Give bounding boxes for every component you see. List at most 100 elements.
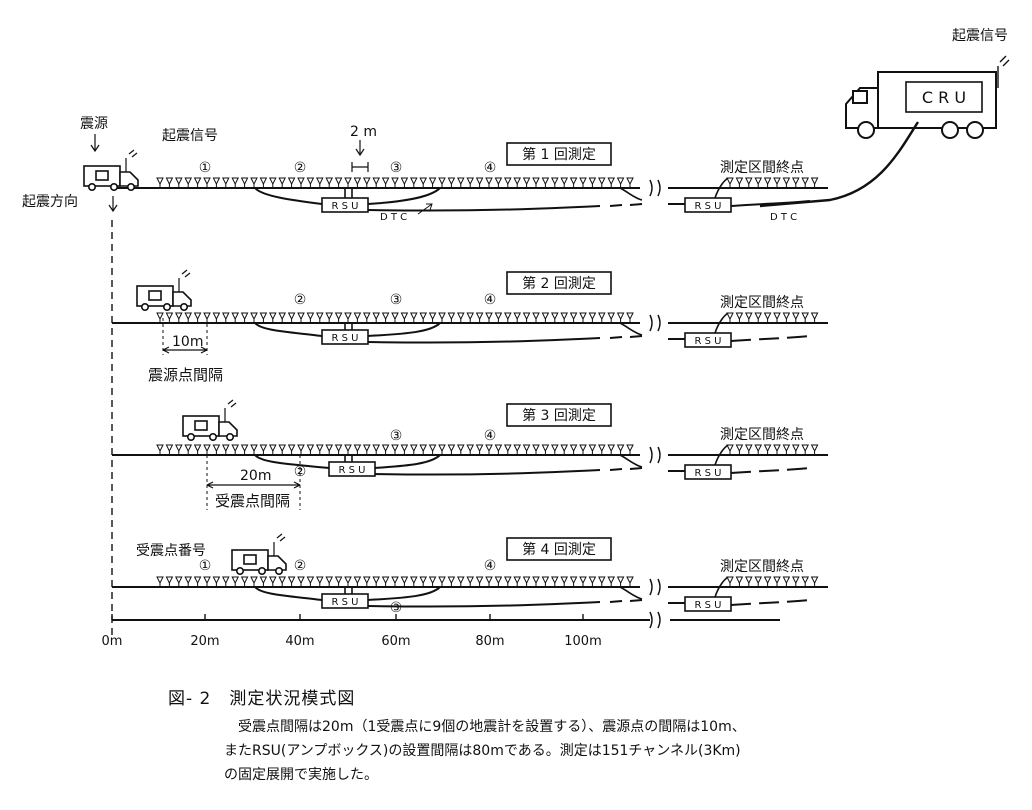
figure-number: 図- 2 — [168, 689, 212, 709]
geophone-icon — [259, 177, 268, 186]
geophone-icon — [735, 312, 744, 321]
geophone-icon — [541, 444, 550, 453]
geophone-icon — [156, 177, 164, 186]
geophone-icon — [607, 576, 616, 585]
geophone-icon — [466, 444, 475, 453]
geophone-icon — [773, 576, 781, 585]
geophone-icon — [456, 177, 465, 186]
geophone-icon — [315, 576, 324, 585]
geophone-icon — [735, 576, 744, 585]
geophone-array — [156, 312, 634, 323]
geophone-icon — [801, 177, 810, 186]
geophone-icon — [165, 177, 174, 186]
geophone-icon — [541, 312, 550, 321]
geophone-icon — [754, 312, 763, 321]
geophone-icon — [156, 576, 164, 585]
rsu-label: R S U — [332, 201, 359, 212]
geophone-icon — [503, 177, 512, 186]
receiver-interval-dimension — [206, 481, 301, 489]
geophone-icon — [203, 576, 211, 585]
receiver-marker-4: ④ — [484, 160, 497, 176]
geophone-icon — [754, 177, 763, 186]
geophone-icon — [203, 444, 211, 453]
geophone-icon — [485, 444, 493, 453]
geophone-icon — [193, 576, 202, 585]
cable — [619, 187, 643, 201]
geophone-icon — [344, 312, 352, 321]
geophone-icon — [278, 576, 287, 585]
geophone-icon — [588, 177, 597, 186]
dtc-cable-far — [668, 467, 811, 474]
geophone-icon — [240, 444, 249, 453]
cable — [367, 322, 441, 337]
end-point-label: 測定区間終点 — [720, 559, 804, 575]
geophone-icon — [203, 177, 211, 186]
receiver-marker-2: ② — [294, 160, 307, 176]
geophone-icon — [754, 444, 763, 453]
geophone-icon — [560, 312, 569, 321]
geophone-icon — [419, 177, 428, 186]
geophone-icon — [550, 177, 559, 186]
geophone-icon — [165, 576, 174, 585]
axis-tick-label: 80m — [475, 634, 504, 649]
cable — [254, 454, 330, 469]
geophone-icon — [744, 177, 753, 186]
geophone-icon — [744, 444, 753, 453]
geophone-icon — [810, 177, 819, 186]
receiver-interval-label: 受震点間隔 — [215, 492, 290, 510]
dim-10m-label: 10m — [172, 334, 203, 350]
geophone-icon — [278, 177, 287, 186]
source-truck-icon — [182, 415, 238, 441]
geophone-icon — [268, 444, 277, 453]
geophone-array — [726, 177, 819, 188]
geophone-icon — [231, 444, 240, 453]
spacing-2m-dimension — [351, 162, 369, 172]
geophone-icon — [569, 177, 578, 186]
geophone-icon — [801, 576, 810, 585]
geophone-icon — [475, 576, 484, 585]
geophone-icon — [579, 312, 587, 321]
spacing-arrow-icon — [355, 140, 365, 157]
geophone-icon — [428, 576, 437, 585]
figure-title: 測定状況模式図 — [229, 689, 356, 709]
geophone-icon — [203, 312, 211, 321]
receiver-number-label: 受震点番号 — [136, 543, 206, 559]
geophone-icon — [597, 576, 606, 585]
geophone-icon — [503, 444, 512, 453]
geophone-icon — [579, 444, 587, 453]
geophone-array — [726, 444, 819, 455]
geophone-icon — [372, 576, 381, 585]
geophone-icon — [597, 177, 606, 186]
geophone-icon — [810, 444, 819, 453]
cable — [367, 586, 441, 601]
geophone-icon — [353, 576, 362, 585]
geophone-icon — [726, 177, 734, 186]
geophone-array — [156, 177, 634, 188]
receiver-marker-2: ② — [294, 292, 307, 308]
geophone-icon — [287, 576, 296, 585]
dtc-cable-far — [668, 335, 811, 342]
geophone-icon — [485, 576, 493, 585]
geophone-icon — [184, 576, 193, 585]
geophone-icon — [315, 177, 324, 186]
geophone-icon — [791, 444, 800, 453]
geophone-icon — [212, 177, 221, 186]
source-signal-label: 起震信号 — [162, 128, 218, 144]
geophone-icon — [184, 444, 193, 453]
cable — [374, 454, 441, 469]
axis-tick-label: 40m — [285, 634, 314, 649]
geophone-icon — [212, 312, 221, 321]
geophone-icon — [165, 312, 174, 321]
geophone-icon — [278, 444, 287, 453]
geophone-icon — [560, 177, 569, 186]
geophone-icon — [503, 576, 512, 585]
dtc-cable — [374, 467, 643, 476]
geophone-icon — [334, 444, 343, 453]
end-point-label: 測定区間終点 — [720, 295, 804, 311]
antenna-icon — [273, 533, 286, 556]
cable — [714, 177, 729, 199]
row-title-box — [506, 271, 612, 295]
cable — [619, 586, 643, 600]
line-break-icon — [649, 314, 661, 332]
